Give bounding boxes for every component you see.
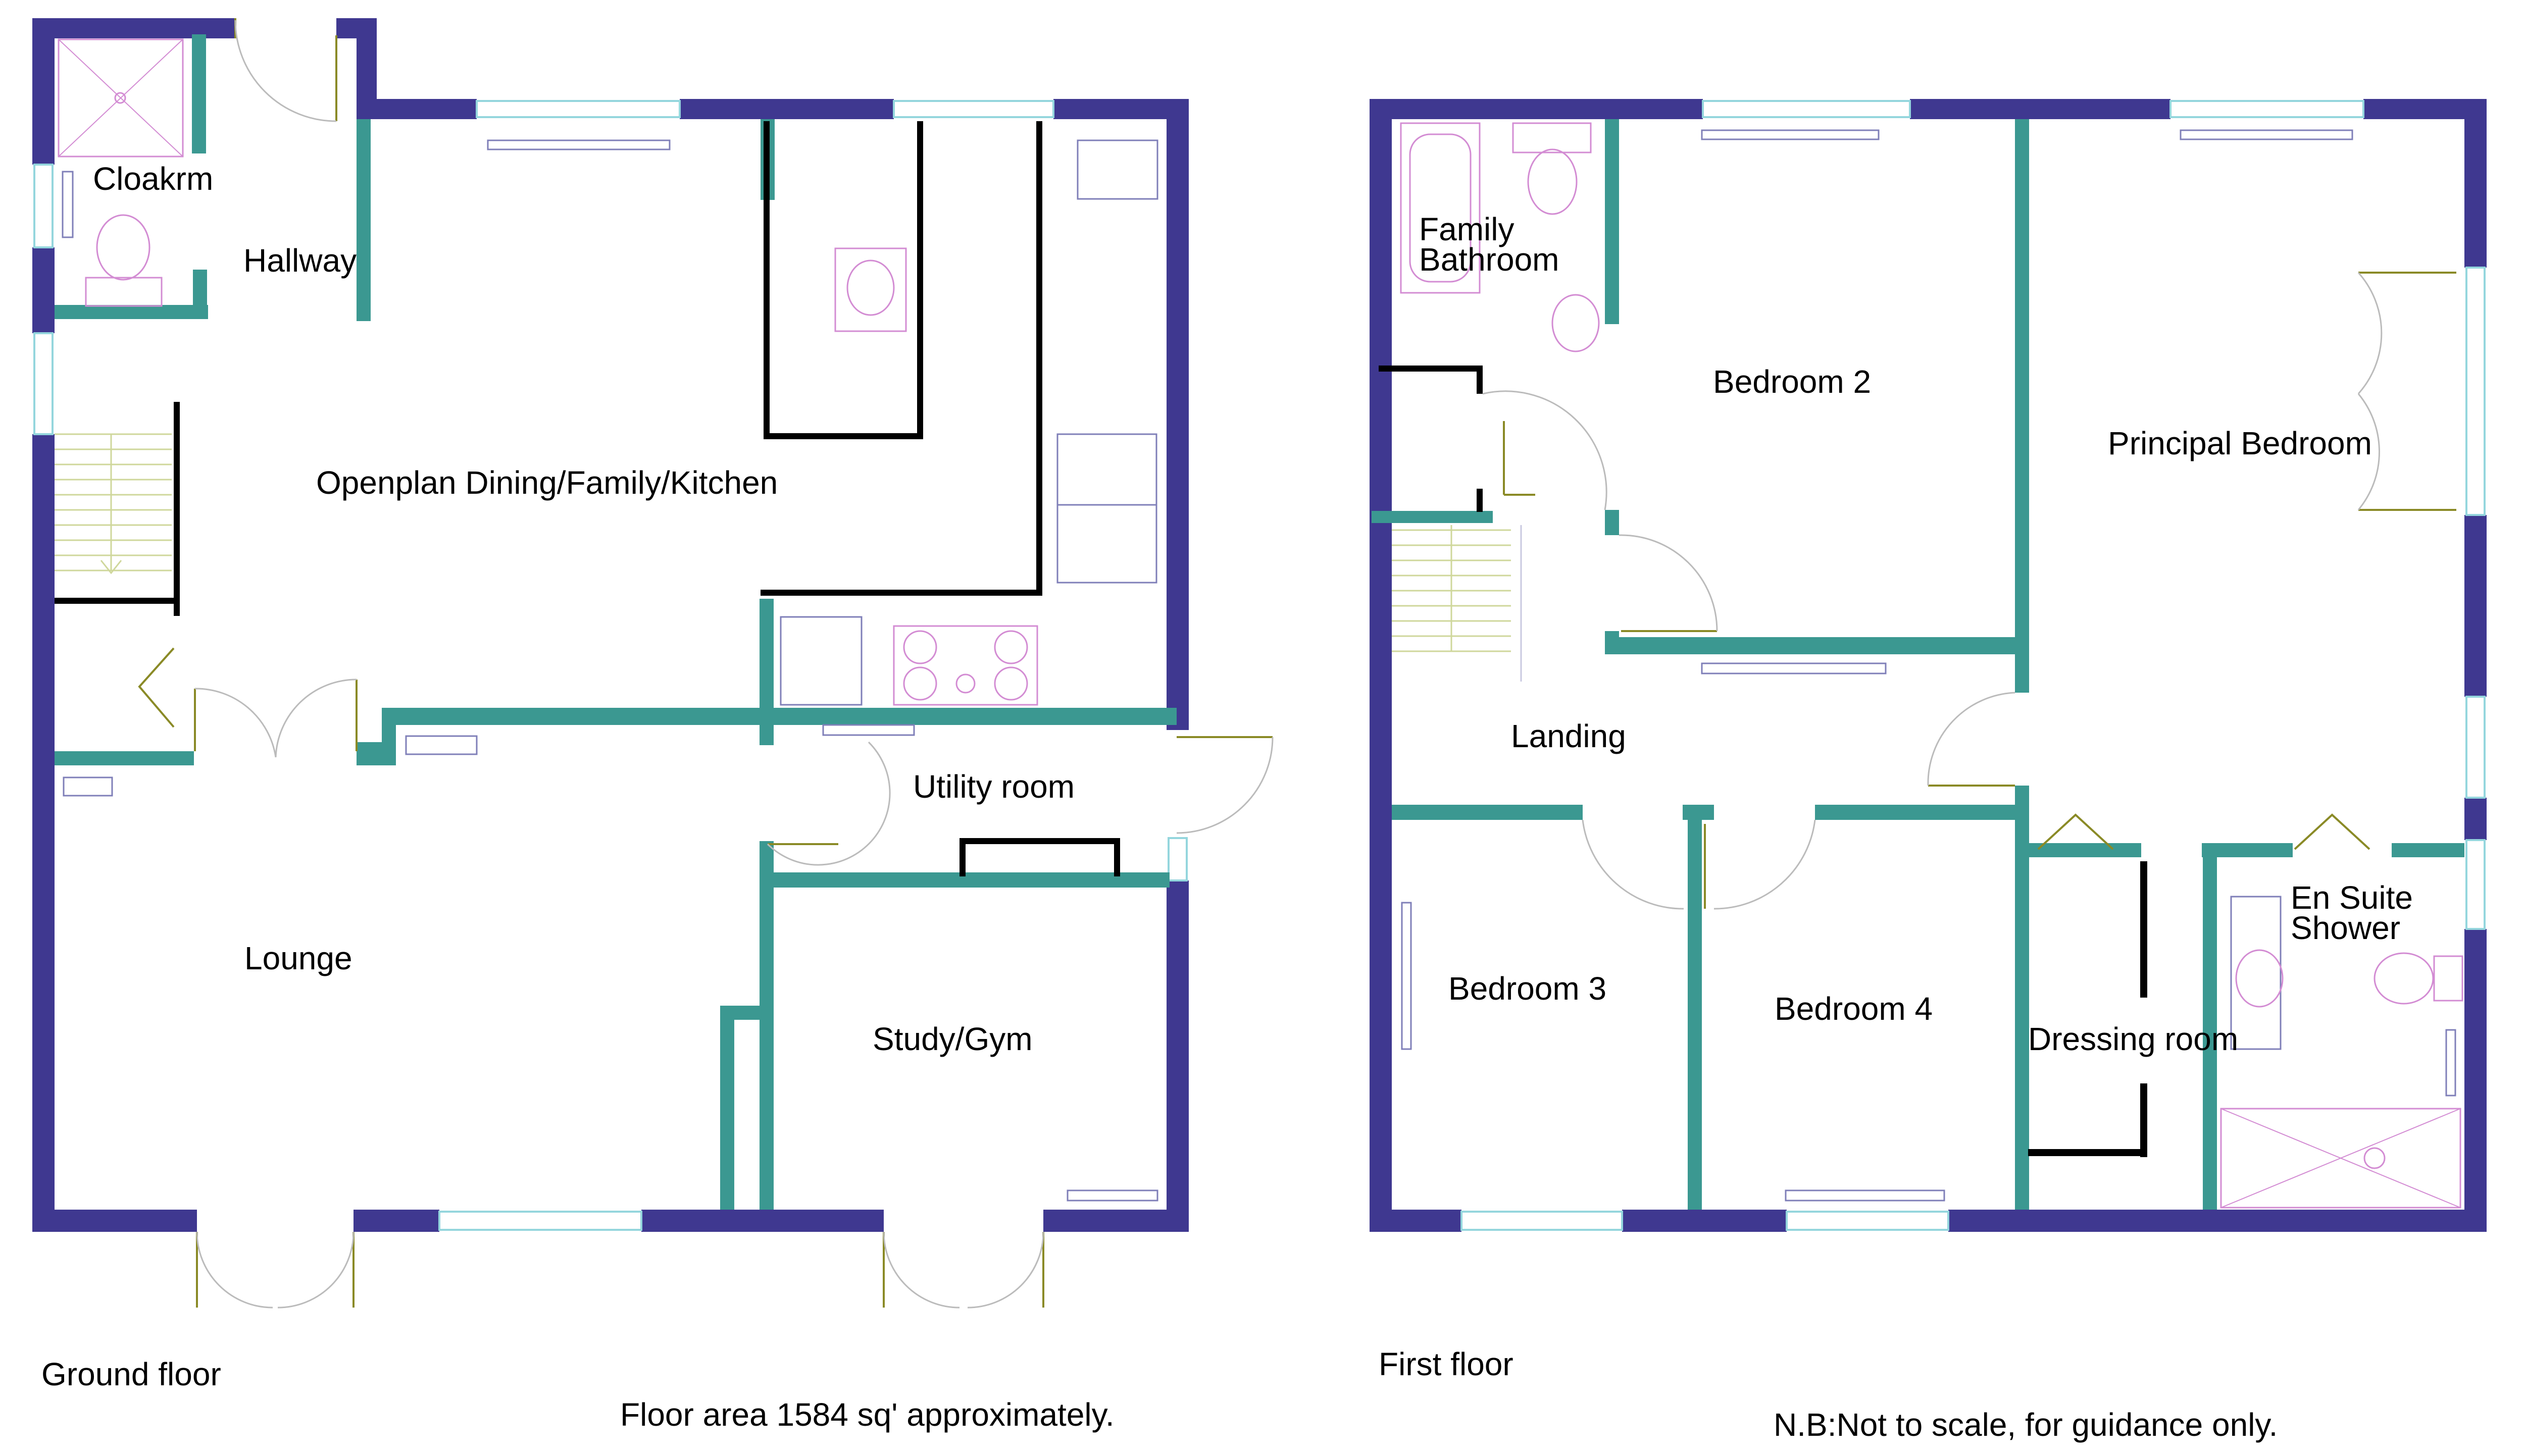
first-floor-plan	[1370, 99, 2487, 1232]
room-label-utility: Utility room	[913, 768, 1075, 805]
first-partitions	[1379, 366, 2147, 1157]
room-label-principal-bedroom: Principal Bedroom	[2108, 425, 2372, 461]
ground-outer-walls	[32, 18, 1189, 1232]
room-label-family-bathroom: Family Bathroom	[1419, 211, 1559, 278]
floor-area-note: Floor area 1584 sq' approximately.	[620, 1396, 1115, 1433]
ground-inner-walls	[55, 34, 1177, 1210]
first-inner-walls	[1372, 119, 2464, 1210]
first-outer-walls	[1370, 99, 2487, 1232]
room-label-cloakroom: Cloakrm	[93, 161, 214, 197]
first-doors	[1482, 272, 2456, 910]
first-windows	[1460, 100, 2486, 1231]
floor-title-first: First floor	[1379, 1346, 1513, 1382]
room-label-hallway: Hallway	[243, 242, 357, 279]
room-label-dressing-room: Dressing room	[2028, 1021, 2239, 1057]
room-label-lounge: Lounge	[244, 940, 352, 976]
ground-floor-plan	[32, 18, 1274, 1309]
floor-title-ground: Ground floor	[41, 1356, 221, 1392]
ground-doors	[138, 18, 1274, 1309]
room-label-bedroom-3: Bedroom 3	[1448, 970, 1607, 1007]
ground-fixtures	[58, 38, 1158, 1202]
room-label-bedroom-2: Bedroom 2	[1713, 363, 1872, 400]
room-label-landing: Landing	[1511, 718, 1626, 754]
disclaimer-note: N.B:Not to scale, for guidance only.	[1774, 1407, 2278, 1443]
ground-windows	[33, 100, 1188, 1231]
room-label-en-suite-shower: En Suite Shower	[2291, 879, 2413, 946]
first-fixtures	[1400, 122, 2463, 1209]
room-label-bedroom-4: Bedroom 4	[1775, 991, 1933, 1027]
ground-stairs	[55, 433, 172, 575]
first-stairs	[1392, 525, 1522, 682]
room-label-study-gym: Study/Gym	[873, 1021, 1033, 1057]
ground-partitions	[55, 121, 1120, 876]
room-label-openplan: Openplan Dining/Family/Kitchen	[316, 464, 778, 501]
